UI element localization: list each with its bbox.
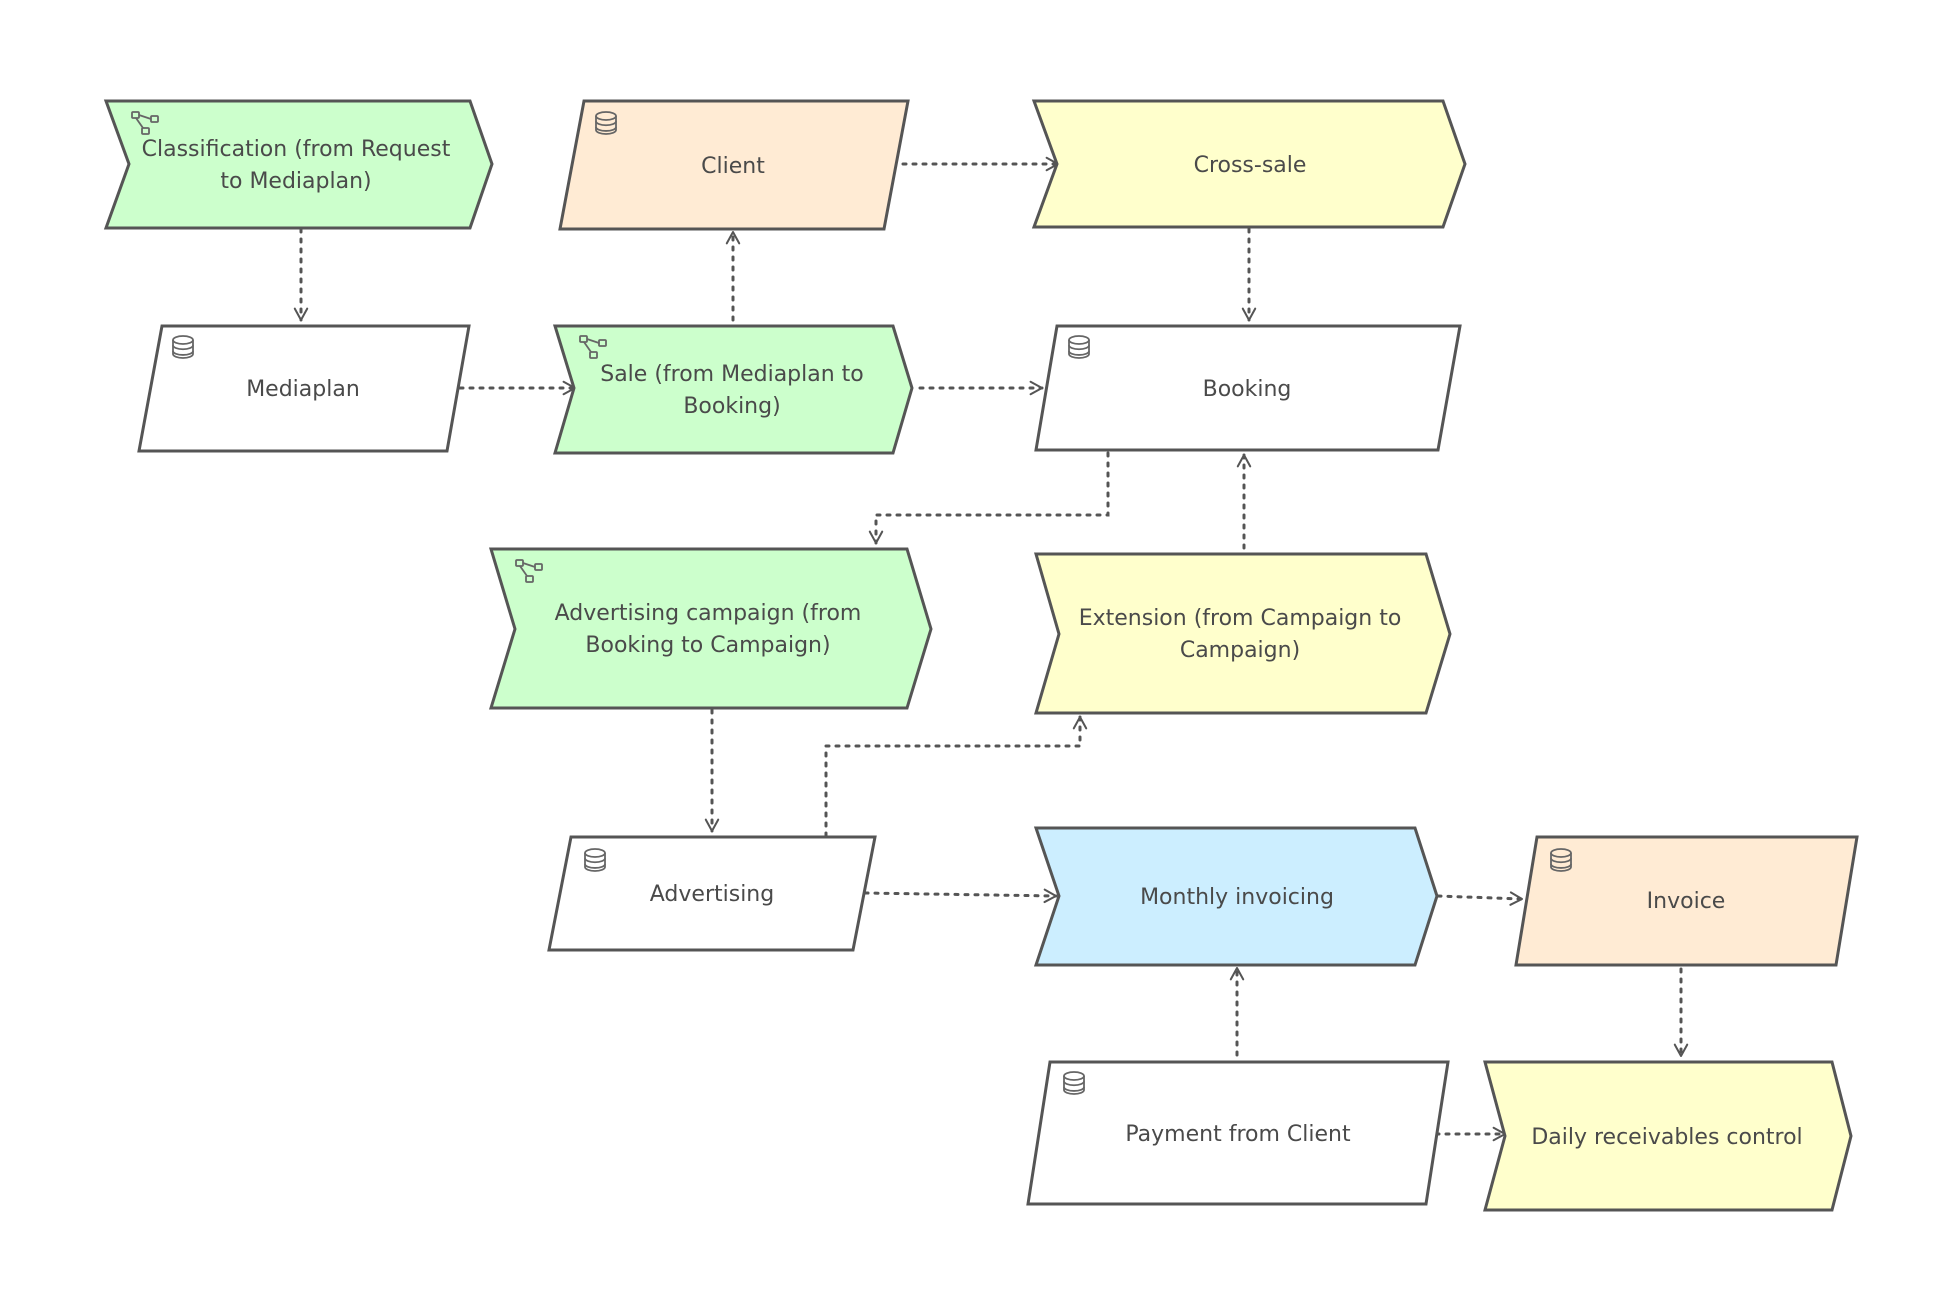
node-label: Booking) bbox=[683, 394, 780, 419]
database-icon bbox=[595, 111, 617, 135]
process-tree-icon bbox=[515, 559, 543, 583]
edge-payment-from-client-to-daily-receivables-control bbox=[1434, 1126, 1507, 1142]
node-label: Mediaplan bbox=[246, 377, 360, 402]
node-label: Booking to Campaign) bbox=[585, 633, 830, 658]
arrowhead-icon bbox=[868, 530, 884, 544]
chevron-shape bbox=[103, 99, 494, 230]
edge-sale-to-client bbox=[725, 230, 741, 322]
node-label: Sale (from Mediaplan to bbox=[600, 362, 864, 387]
chevron-shape bbox=[1034, 552, 1452, 715]
edge-advertising-to-monthly-invoicing bbox=[863, 888, 1058, 904]
arrowhead-icon bbox=[704, 818, 720, 832]
arrowhead-icon bbox=[1029, 380, 1043, 396]
edge-mediaplan-to-sale bbox=[458, 380, 577, 396]
arrowhead-icon bbox=[1229, 967, 1245, 981]
process-tree-icon bbox=[131, 111, 159, 135]
node-extension[interactable]: Extension (from Campaign to Campaign) bbox=[1034, 552, 1452, 715]
node-cross-sale[interactable]: Cross-sale bbox=[1031, 99, 1467, 229]
arrowhead-icon bbox=[1043, 888, 1057, 904]
edge-payment-from-client-to-monthly-invoicing bbox=[1229, 966, 1245, 1057]
node-monthly-invoicing[interactable]: Monthly invoicing bbox=[1033, 826, 1439, 967]
node-advertising[interactable]: Advertising bbox=[547, 835, 877, 952]
node-sale[interactable]: Sale (from Mediaplan to Booking) bbox=[552, 324, 914, 455]
node-label: Monthly invoicing bbox=[1140, 885, 1334, 910]
edges-layer bbox=[293, 156, 1689, 1142]
node-label: Payment from Client bbox=[1125, 1122, 1351, 1147]
node-label: Advertising campaign (from bbox=[555, 601, 862, 626]
edge-monthly-invoicing-to-invoice bbox=[1436, 891, 1524, 906]
node-classification[interactable]: Classification (from Request to Mediaplan… bbox=[103, 99, 494, 230]
arrowhead-icon bbox=[1509, 891, 1523, 906]
node-payment-from-client[interactable]: Payment from Client bbox=[1026, 1060, 1450, 1206]
node-invoice[interactable]: Invoice bbox=[1514, 835, 1859, 967]
node-label: Classification (from Request bbox=[142, 137, 451, 162]
database-icon bbox=[1068, 335, 1090, 359]
node-label: Daily receivables control bbox=[1531, 1125, 1802, 1150]
edge-line bbox=[874, 451, 1110, 545]
parallelogram-shape bbox=[1514, 835, 1859, 967]
node-label: Extension (from Campaign to bbox=[1079, 606, 1402, 631]
chevron-shape bbox=[1033, 826, 1439, 967]
node-label: Campaign) bbox=[1180, 638, 1300, 663]
process-tree-icon bbox=[579, 335, 607, 359]
node-label: Booking bbox=[1203, 377, 1292, 402]
arrowhead-icon bbox=[725, 231, 741, 245]
database-icon bbox=[172, 335, 194, 359]
parallelogram-shape bbox=[1034, 324, 1462, 452]
edge-invoice-to-daily-receivables-control bbox=[1673, 967, 1689, 1058]
database-icon bbox=[1063, 1071, 1085, 1095]
nodes-layer: Classification (from Request to Mediaplan… bbox=[103, 99, 1859, 1212]
edge-line bbox=[824, 715, 1082, 838]
node-daily-receivables-control[interactable]: Daily receivables control bbox=[1483, 1060, 1853, 1212]
node-mediaplan[interactable]: Mediaplan bbox=[137, 324, 471, 453]
node-booking[interactable]: Booking bbox=[1034, 324, 1462, 452]
chevron-shape bbox=[1031, 99, 1467, 229]
node-label: Advertising bbox=[650, 882, 774, 907]
chevron-shape bbox=[552, 324, 914, 455]
arrowhead-icon bbox=[1241, 307, 1257, 321]
node-label: Client bbox=[701, 154, 765, 179]
chevron-shape bbox=[488, 547, 933, 710]
node-client[interactable]: Client bbox=[558, 99, 910, 231]
node-label: Invoice bbox=[1647, 889, 1726, 914]
edge-line bbox=[1436, 894, 1524, 901]
chevron-shape bbox=[1483, 1060, 1853, 1212]
node-label: Cross-sale bbox=[1194, 153, 1307, 178]
edge-line bbox=[863, 891, 1058, 898]
arrowhead-icon bbox=[1072, 716, 1088, 730]
arrowhead-icon bbox=[1236, 454, 1252, 468]
parallelogram-shape bbox=[547, 835, 877, 952]
parallelogram-shape bbox=[1026, 1060, 1450, 1206]
parallelogram-shape bbox=[137, 324, 471, 453]
edge-advertising-to-extension bbox=[824, 715, 1088, 838]
database-icon bbox=[584, 848, 606, 872]
edge-booking-to-advertising-campaign bbox=[868, 451, 1110, 545]
edge-cross-sale-to-booking bbox=[1241, 227, 1257, 322]
edge-client-to-cross-sale bbox=[901, 156, 1060, 172]
parallelogram-shape bbox=[558, 99, 910, 231]
node-label: to Mediaplan) bbox=[220, 169, 371, 194]
edge-advertising-campaign-to-advertising bbox=[704, 708, 720, 833]
arrowhead-icon bbox=[1673, 1043, 1689, 1057]
arrowhead-icon bbox=[293, 307, 309, 321]
edge-classification-to-mediaplan bbox=[293, 227, 309, 322]
database-icon bbox=[1550, 848, 1572, 872]
edge-sale-to-booking bbox=[918, 380, 1044, 396]
edge-extension-to-booking bbox=[1236, 453, 1252, 550]
